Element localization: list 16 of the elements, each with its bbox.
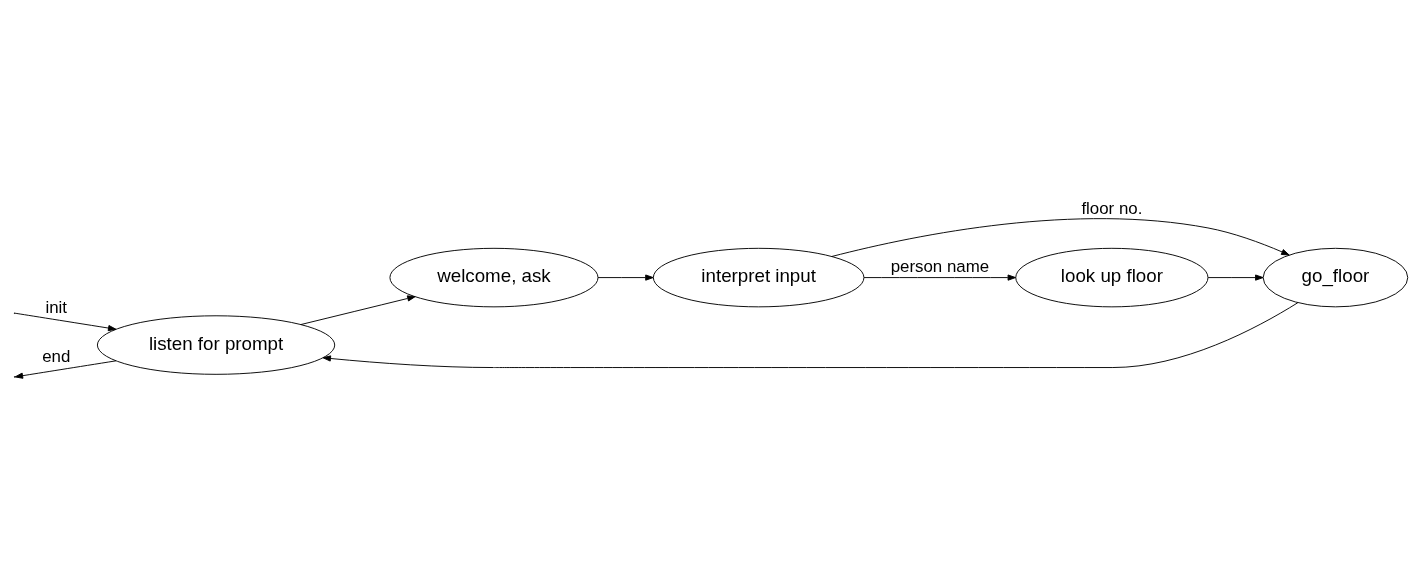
arrow [14,312,117,332]
arrow [14,360,117,379]
arrow [831,218,1290,257]
node-ellipse: look up floor [1015,247,1209,308]
edge-label: end [42,347,71,367]
arrow [322,302,1299,368]
arrow [300,295,416,325]
edge-label: person name [890,257,990,277]
arrow [597,274,654,281]
node-ellipse: listen for prompt [96,315,336,375]
node-ellipse: welcome, ask [389,247,599,308]
arrow [1207,274,1264,281]
edge-label: init [45,297,67,317]
arrow [863,274,1017,281]
edge-label: floor no. [1081,199,1143,219]
node-ellipse: interpret input [652,247,865,308]
